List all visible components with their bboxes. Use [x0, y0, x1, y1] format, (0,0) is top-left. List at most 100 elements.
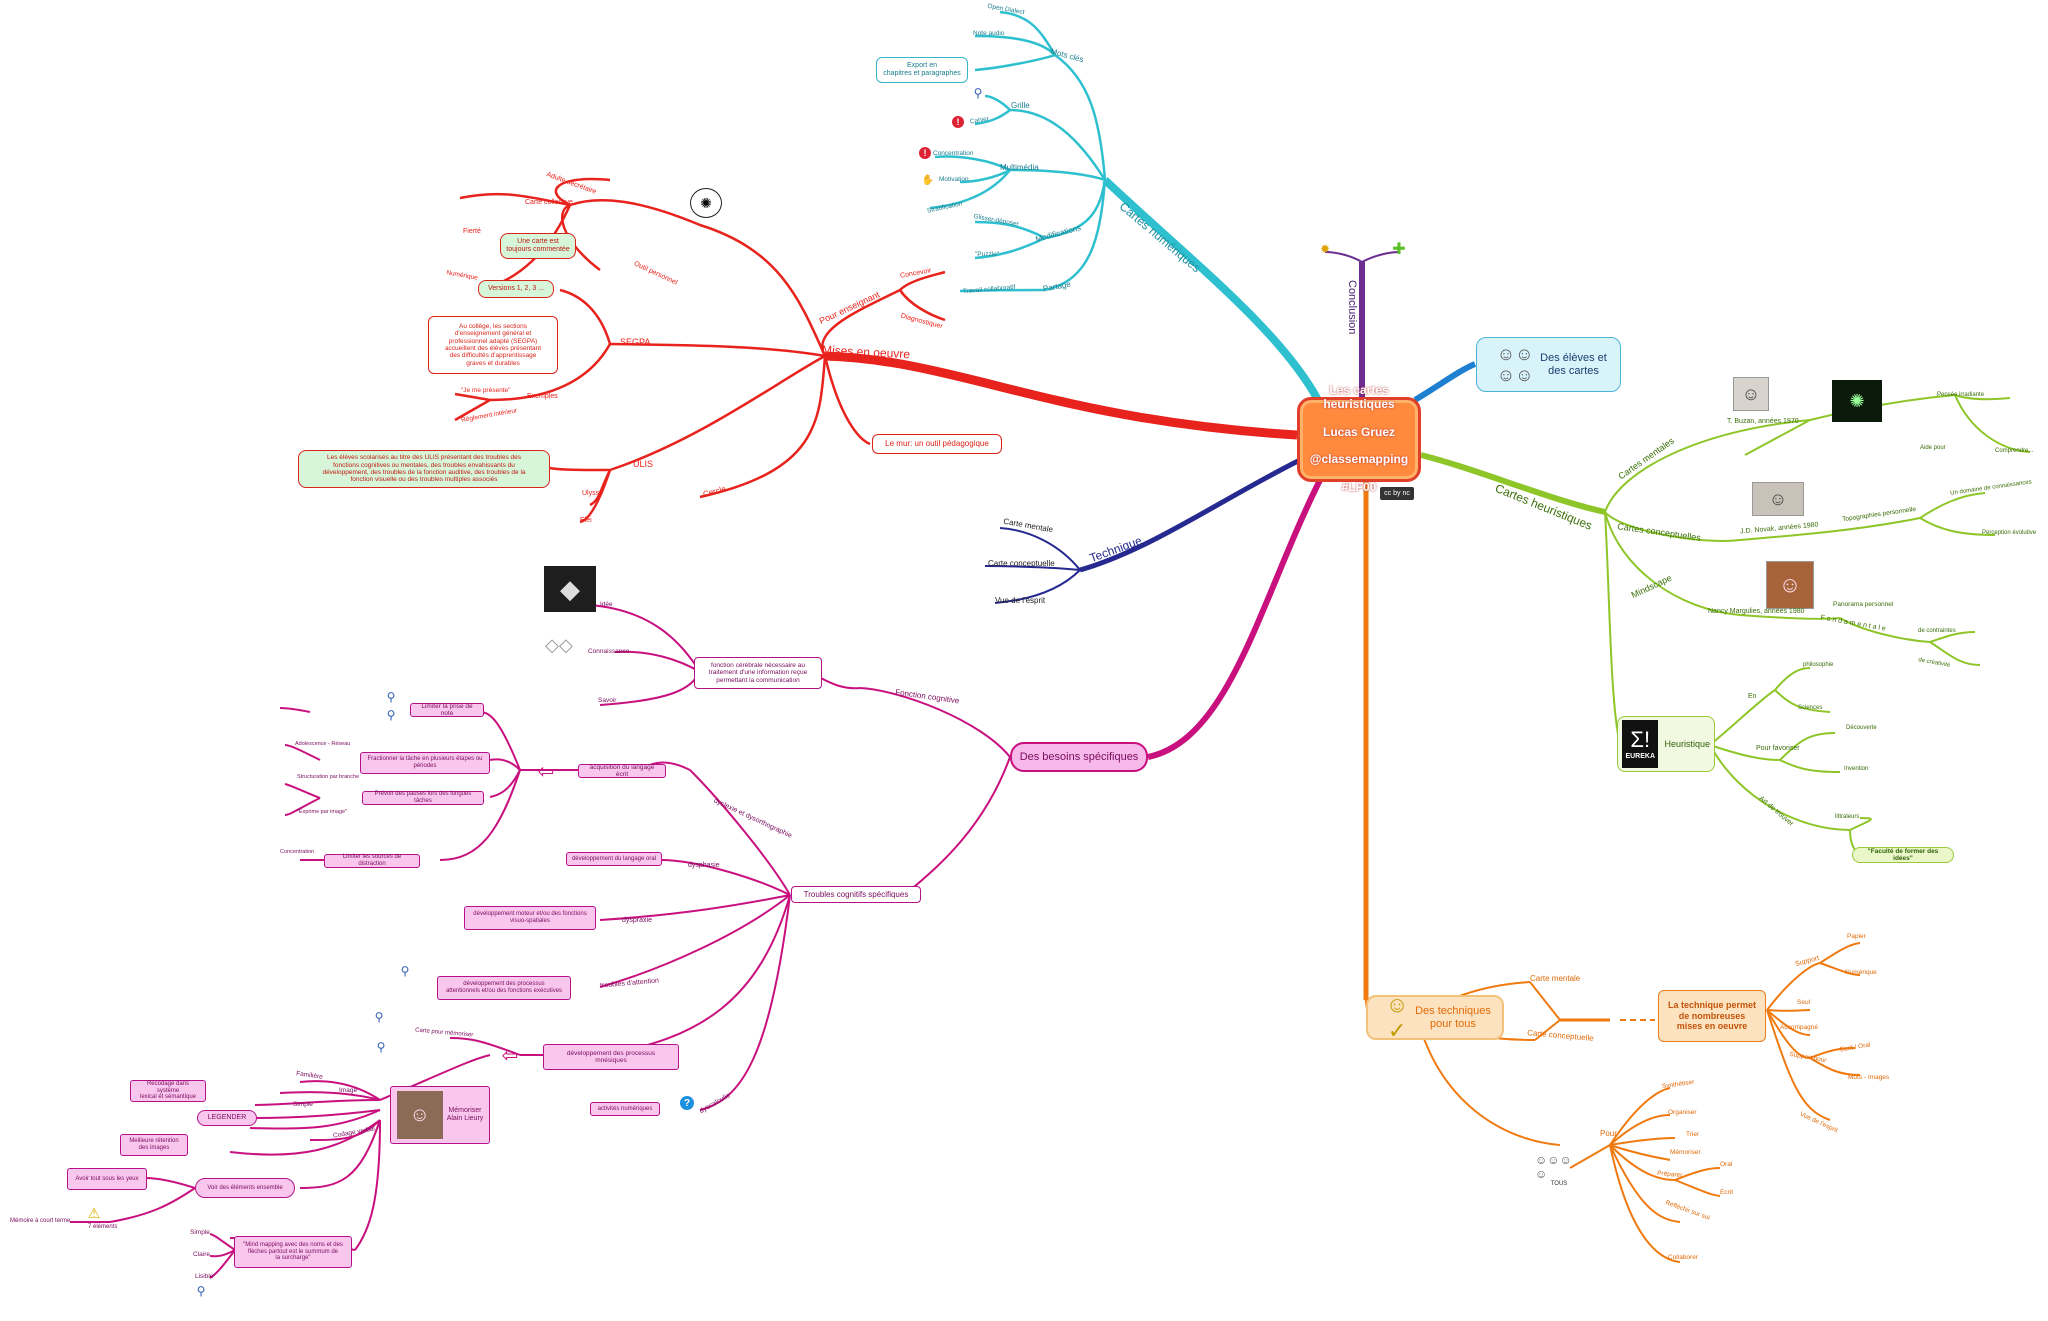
box-heuristique[interactable]: Σ! EUREKA Heuristique	[1617, 716, 1715, 772]
label-structuration[interactable]: Structuration par branche	[297, 774, 360, 780]
label-numerique-tous[interactable]: Numérique	[1845, 969, 1877, 976]
box-dev-mnesiques[interactable]: développement des processus mnésiques	[543, 1044, 679, 1070]
label-papier[interactable]: Papier	[1847, 933, 1866, 940]
branch-besoins-specifiques[interactable]: Des besoins spécifiques	[1010, 742, 1148, 772]
box-le-mur[interactable]: Le mur: un outil pédagogique	[872, 434, 1002, 454]
label-je-me-presente[interactable]: "Je me présente"	[461, 387, 511, 394]
box-troubles-cognitifs[interactable]: Troubles cognitifs spécifiques	[791, 886, 921, 903]
label-elei[interactable]: Elei	[580, 517, 592, 524]
label-pensee-irradiante[interactable]: Pensée irradiante	[1937, 392, 1985, 398]
label-sciences[interactable]: Sciences	[1798, 705, 1823, 711]
label-concentration[interactable]: Concentration	[280, 849, 315, 855]
label-seul[interactable]: Seul	[1797, 999, 1811, 1006]
branch-line-technique	[1079, 457, 1302, 573]
label-oral[interactable]: Oral	[1720, 1161, 1733, 1168]
label-buzan[interactable]: T. Buzan, années 1970	[1727, 418, 1799, 425]
label-mots-images[interactable]: Mots - Images	[1848, 1074, 1890, 1081]
box-dev-moteur[interactable]: développement moteur et/ou des fonctions…	[464, 906, 596, 930]
branch-line-besoins	[1147, 478, 1323, 760]
label-ecrit[interactable]: Ecrit	[1720, 1189, 1733, 1196]
label-perception[interactable]: Perception évolutive	[1982, 530, 2037, 536]
label-decouverte[interactable]: Découverte	[1846, 725, 1877, 731]
branch-conclusion[interactable]: Conclusion	[1346, 280, 1358, 335]
label-dyspraxie[interactable]: dyspraxie	[622, 917, 652, 924]
label-memoire-court[interactable]: Mémoire à court terme	[10, 1218, 71, 1224]
label-note-audio[interactable]: Note audio	[973, 30, 1005, 37]
box-versions[interactable]: Versions 1, 2, 3 ...	[478, 280, 554, 298]
branch-techniques-pour-tous[interactable]: ☺✓ Des techniques pour tous	[1366, 992, 1504, 1043]
box-faculte[interactable]: "Faculté de former des idées"	[1852, 847, 1954, 863]
box-recodage[interactable]: Recodage dans système lexical et sémanti…	[130, 1080, 206, 1102]
box-avoir-tout[interactable]: Avoir tout sous les yeux	[67, 1168, 147, 1190]
label-image[interactable]: Image	[339, 1087, 358, 1094]
label-comprendre[interactable]: Comprendre...	[1995, 448, 2034, 454]
box-prevoir[interactable]: Prévoir des pauses lors des longues tâch…	[362, 791, 484, 805]
box-export[interactable]: Export en chapitres et paragraphes	[876, 57, 968, 83]
label-carte-mentale-tous[interactable]: Carte mentale	[1530, 974, 1581, 983]
box-fonction-text[interactable]: fonction cérébrale nécessaire au traitem…	[694, 657, 822, 689]
label-philosophie[interactable]: philosophie	[1803, 662, 1834, 668]
label-organiser[interactable]: Organiser	[1668, 1109, 1697, 1116]
label-savoir[interactable]: Savoir	[598, 697, 617, 704]
label-exprime[interactable]: "Exprime par image"	[297, 809, 348, 815]
label-collaborer[interactable]: Collaborer	[1668, 1254, 1698, 1261]
box-dev-attention[interactable]: développement des processus attentionnel…	[437, 976, 571, 1000]
label-en[interactable]: En	[1748, 693, 1757, 700]
label-ulis[interactable]: ULIS	[633, 459, 654, 469]
label-margulies[interactable]: Nancy Margulies, années 1980	[1708, 608, 1805, 615]
label-vue-esprit[interactable]: Vue de l'esprit	[995, 596, 1046, 605]
label-fierte[interactable]: Fierté	[463, 228, 481, 235]
box-segpa-text[interactable]: Au collège, les sections d'enseignement …	[428, 316, 558, 374]
portrait-icon: ☺	[1766, 561, 1814, 609]
label-puzzle[interactable]: "Puzzle"	[975, 251, 1000, 258]
label-contraintes[interactable]: de contraintes	[1918, 628, 1956, 634]
label-simple[interactable]: Simple	[293, 1101, 313, 1108]
tous-label: TOUS	[1550, 1181, 1568, 1187]
label-connaissance[interactable]: Connaissance	[588, 648, 630, 655]
box-memoriser-lieury[interactable]: ☺ Mémoriser Alain Lieury	[390, 1086, 490, 1144]
box-voir-elements[interactable]: Voir des éléments ensemble	[195, 1178, 295, 1198]
box-legender[interactable]: LEGENDER	[197, 1110, 257, 1126]
label-pour-favoriser[interactable]: Pour favoriser	[1756, 745, 1800, 752]
box-meilleure-retention[interactable]: Meilleure rétention des images	[120, 1134, 188, 1156]
label-pour[interactable]: Pour	[1600, 1129, 1617, 1138]
box-carte-commentee[interactable]: Une carte est toujours commentée	[500, 233, 576, 259]
label-sept-elements[interactable]: 7 éléments	[88, 1224, 118, 1230]
label-ulysse[interactable]: Ulysse	[582, 490, 604, 497]
label-carte-collective[interactable]: Carte collective	[525, 199, 573, 206]
label-panorama[interactable]: Panorama personnel	[1833, 601, 1894, 608]
label-littraleurs[interactable]: littraleurs	[1835, 814, 1860, 820]
label-lisible[interactable]: Lisible	[195, 1273, 214, 1280]
box-acquisition[interactable]: acquisition du langage écrit	[578, 764, 666, 778]
label-motivation[interactable]: Motivation	[939, 176, 969, 183]
label-dysphasie[interactable]: dysphasie	[688, 862, 720, 869]
label-exemples[interactable]: Exemples	[527, 393, 558, 400]
label-concentration[interactable]: Concentration	[933, 150, 974, 157]
central-topic[interactable]: Les cartes heuristiques Lucas Gruez @cla…	[1297, 384, 1421, 494]
motivation-icon: ✋	[921, 174, 935, 186]
box-mind-mapping[interactable]: "Mind mapping avec des noms et des flèch…	[234, 1236, 352, 1268]
label-carte-conceptuelle[interactable]: Carte conceptuelle	[988, 559, 1055, 568]
label-memoriser-tous[interactable]: Mémoriser	[1670, 1149, 1701, 1156]
label-claire[interactable]: Claire	[193, 1251, 210, 1258]
label-idee[interactable]: Idée	[600, 601, 613, 608]
label-segpa[interactable]: SEGPA	[620, 337, 651, 347]
box-limiter-sources[interactable]: Limiter les sources de distraction	[324, 854, 420, 868]
box-limiter-prise[interactable]: Limiter la prise de note	[410, 703, 484, 717]
label-adolescence[interactable]: Adolescence - Réseau	[295, 741, 351, 747]
box-activites-num[interactable]: activités numériques	[590, 1102, 660, 1116]
label-grille[interactable]: Grille	[1011, 101, 1030, 110]
box-fractionner[interactable]: Fractionner la tâche en plusieurs étapes…	[360, 752, 490, 774]
box-ulis-text[interactable]: Les élèves scolarisés au titre des ULIS …	[298, 450, 550, 488]
label-simple-2[interactable]: Simple	[190, 1229, 210, 1236]
label-invention[interactable]: Invention	[1844, 766, 1869, 772]
label-accompagne[interactable]: Accompagné	[1780, 1024, 1818, 1031]
label-aide-pour[interactable]: Aide pour	[1920, 445, 1946, 451]
box-dev-langage-oral[interactable]: développement du langage oral	[566, 852, 662, 866]
label-multimedia[interactable]: Multimédia	[1000, 163, 1039, 172]
box-technique-permet[interactable]: La technique permet de nombreuses mises …	[1658, 990, 1766, 1042]
branch-eleves-et-cartes[interactable]: ☺☺☺☺ Des élèves et des cartes	[1476, 337, 1621, 392]
smiley-check-icon: ☺✓	[1385, 992, 1409, 1043]
sigma-eureka-icon: Σ! EUREKA	[1622, 720, 1659, 768]
label-trier[interactable]: Trier	[1686, 1131, 1700, 1138]
